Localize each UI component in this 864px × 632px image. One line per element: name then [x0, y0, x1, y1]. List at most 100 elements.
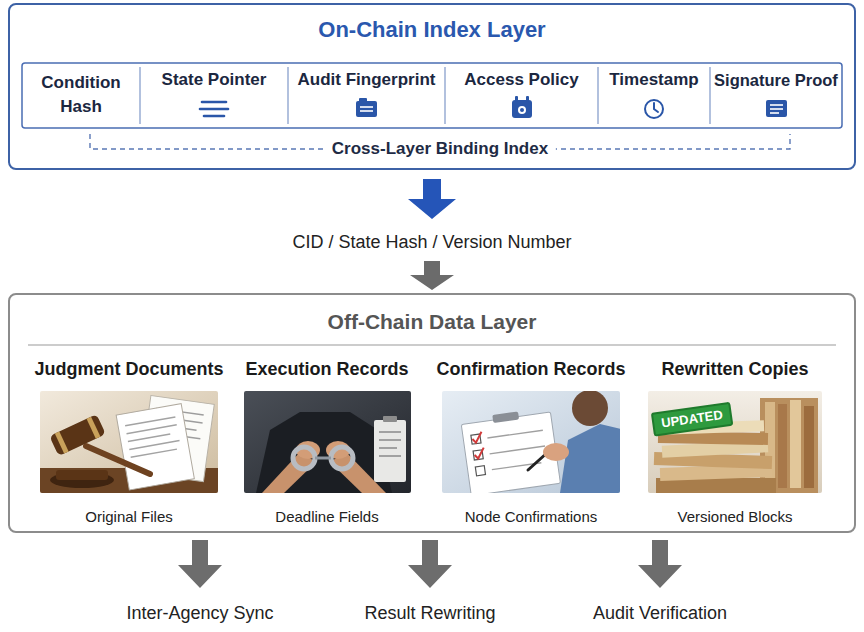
- output-label: Inter-Agency Sync: [126, 603, 273, 625]
- index-row-frame: [139, 67, 140, 124]
- judgment-picture: [125, 417, 175, 426]
- data-column: Execution RecordsDeadline Fields: [232, 358, 422, 527]
- pointer-icon: [200, 102, 228, 116]
- column-caption: Node Confirmations: [465, 507, 598, 527]
- signature-icon: [766, 100, 787, 117]
- judgment-picture: [55, 431, 69, 453]
- judgment-picture: [86, 446, 150, 474]
- block-arrow: [408, 179, 456, 219]
- judgment-picture: [131, 449, 177, 457]
- policy-icon: [512, 96, 532, 118]
- confirmation-picture: [475, 466, 485, 476]
- policy-icon: [515, 96, 518, 102]
- cell-label: Signature Proof: [714, 70, 838, 90]
- cell-label: Audit Fingerprint: [298, 70, 436, 90]
- clock-icon: [645, 100, 663, 118]
- index-cell: Access Policy: [445, 63, 598, 128]
- block-arrow: [410, 261, 454, 290]
- confirmation-picture: [543, 443, 569, 461]
- handcuff-picture: [379, 447, 397, 448]
- handcuff-picture: [383, 416, 397, 422]
- judgment-picture: [116, 404, 194, 490]
- confirmation-picture: [487, 430, 542, 438]
- index-cell: Signature Proof: [710, 63, 842, 128]
- column-heading: Confirmation Records: [436, 358, 625, 380]
- pointer-icon: [200, 108, 228, 111]
- handcuff-picture: [293, 447, 315, 469]
- column-heading: Execution Records: [245, 358, 408, 380]
- clock-icon: [654, 103, 658, 112]
- cell-label: State Pointer: [162, 70, 267, 90]
- cell-label: Condition Hash: [29, 71, 133, 119]
- handcuff-picture: [244, 391, 411, 493]
- judgment-picture: [116, 404, 194, 490]
- index-row-frame: [287, 67, 288, 124]
- fingerprint-icon: [356, 101, 377, 117]
- confirmation-picture: [474, 448, 485, 459]
- policy-icon: [526, 96, 529, 102]
- cell-label: Access Policy: [464, 70, 578, 90]
- index-cell: State Pointer: [140, 63, 288, 128]
- handcuff-picture: [374, 420, 406, 482]
- confirmation-picture: [490, 446, 545, 454]
- fingerprint-icon: [359, 98, 367, 102]
- judgment-picture: [129, 441, 179, 450]
- handcuff-picture: [315, 457, 331, 460]
- data-column: Judgment DocumentsOriginal Files: [31, 358, 227, 527]
- copies-picture: [648, 391, 822, 493]
- judgment-picture: [40, 391, 218, 493]
- output-arrows: [408, 540, 452, 588]
- signature-icon: [770, 108, 783, 110]
- handcuff-picture: [379, 455, 401, 456]
- confirmation-picture: [492, 411, 519, 423]
- output-arrows: [178, 540, 222, 588]
- fingerprint-icon: [360, 106, 373, 108]
- confirmation-picture: [472, 432, 483, 443]
- copies-picture: [804, 406, 814, 488]
- divider-line: [28, 344, 836, 345]
- output-arrows: [178, 540, 682, 588]
- policy-icon: [512, 100, 532, 118]
- output-arrows: [638, 540, 682, 588]
- index-row-frame: [597, 67, 598, 124]
- policy-icon: [520, 108, 524, 112]
- judgment-picture: [40, 391, 218, 493]
- pointer-icon: [202, 101, 226, 104]
- confirmation-picture: [560, 424, 620, 493]
- fingerprint-icon: [356, 98, 377, 117]
- column-heading: Judgment Documents: [34, 358, 223, 380]
- data-column: Rewritten CopiesVersioned Blocks: [640, 358, 830, 527]
- copies-picture: [648, 391, 822, 493]
- judgment-picture: [127, 425, 177, 434]
- judgment-picture: [87, 417, 101, 439]
- signature-icon: [770, 104, 783, 106]
- index-cell: Timestamp: [598, 63, 710, 128]
- signature-icon: [766, 100, 787, 117]
- binding-label: Cross-Layer Binding Index: [324, 139, 556, 159]
- handcuff-picture: [379, 431, 401, 432]
- judgment-picture: [49, 414, 105, 456]
- signature-icon: [770, 112, 779, 114]
- handcuff-picture: [256, 412, 392, 493]
- layer-title: Off-Chain Data Layer: [10, 309, 854, 335]
- column-caption: Deadline Fields: [275, 507, 378, 527]
- index-row-frame: [444, 67, 445, 124]
- handcuff-picture: [331, 447, 353, 469]
- copies-picture: [778, 404, 787, 488]
- clock-icon: [645, 100, 663, 118]
- fingerprint-icon: [360, 110, 373, 112]
- index-row-frame: [22, 63, 842, 128]
- judgment-picture: [56, 470, 108, 480]
- confirmation-picture: [442, 391, 620, 493]
- index-cell: Audit Fingerprint: [288, 63, 445, 128]
- copies-picture: [790, 400, 801, 488]
- index-row-frame: [22, 63, 842, 128]
- policy-icon: [518, 106, 526, 114]
- index-row-frame: [709, 67, 710, 124]
- data-column: Confirmation RecordsNode Confirmations: [434, 358, 628, 527]
- judgment-picture: [49, 414, 105, 456]
- column-caption: Original Files: [85, 507, 173, 527]
- output-label: Result Rewriting: [364, 603, 495, 625]
- judgment-picture: [128, 434, 170, 441]
